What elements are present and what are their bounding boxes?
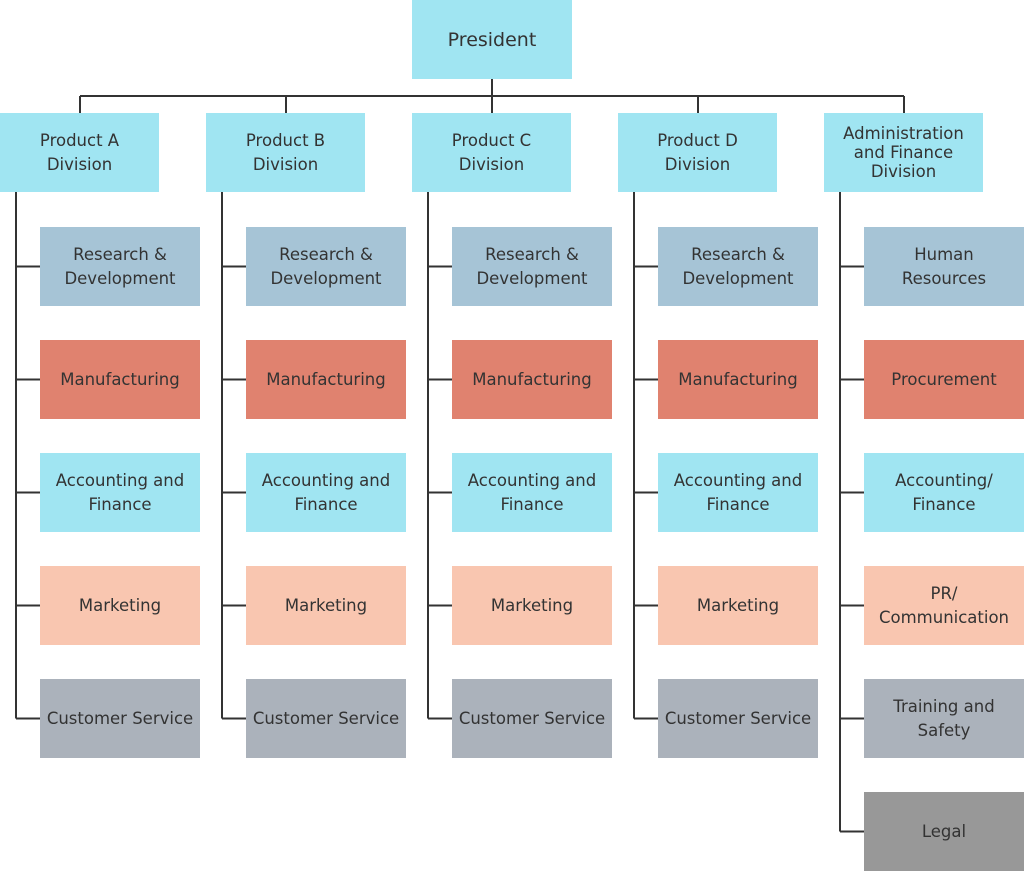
- department-box-service: Customer Service: [246, 679, 406, 758]
- division-box: Product B Division: [206, 113, 365, 192]
- department-box-marketing: PR/ Communication: [864, 566, 1024, 645]
- department-box-accounting: Accounting and Finance: [658, 453, 818, 532]
- department-box-accounting: Accounting and Finance: [40, 453, 200, 532]
- department-box-accounting: Accounting and Finance: [246, 453, 406, 532]
- department-box-research: Research & Development: [452, 227, 612, 306]
- department-box-manufacturing: Manufacturing: [246, 340, 406, 419]
- department-box-research: Research & Development: [40, 227, 200, 306]
- department-box-marketing: Marketing: [40, 566, 200, 645]
- department-box-accounting: Accounting/ Finance: [864, 453, 1024, 532]
- division-box: Product A Division: [0, 113, 159, 192]
- department-box-accounting: Accounting and Finance: [452, 453, 612, 532]
- department-box-marketing: Marketing: [658, 566, 818, 645]
- president-box: President: [412, 0, 572, 79]
- department-box-manufacturing: Procurement: [864, 340, 1024, 419]
- department-box-research: Human Resources: [864, 227, 1024, 306]
- department-box-manufacturing: Manufacturing: [452, 340, 612, 419]
- department-box-manufacturing: Manufacturing: [40, 340, 200, 419]
- division-box: Product C Division: [412, 113, 571, 192]
- department-box-marketing: Marketing: [246, 566, 406, 645]
- department-box-service: Training and Safety: [864, 679, 1024, 758]
- department-box-research: Research & Development: [246, 227, 406, 306]
- department-box-service: Customer Service: [658, 679, 818, 758]
- department-box-marketing: Marketing: [452, 566, 612, 645]
- department-box-manufacturing: Manufacturing: [658, 340, 818, 419]
- department-box-service: Customer Service: [40, 679, 200, 758]
- department-box-research: Research & Development: [658, 227, 818, 306]
- department-box-legal: Legal: [864, 792, 1024, 871]
- division-box: Administration and Finance Division: [824, 113, 983, 192]
- division-box: Product D Division: [618, 113, 777, 192]
- department-box-service: Customer Service: [452, 679, 612, 758]
